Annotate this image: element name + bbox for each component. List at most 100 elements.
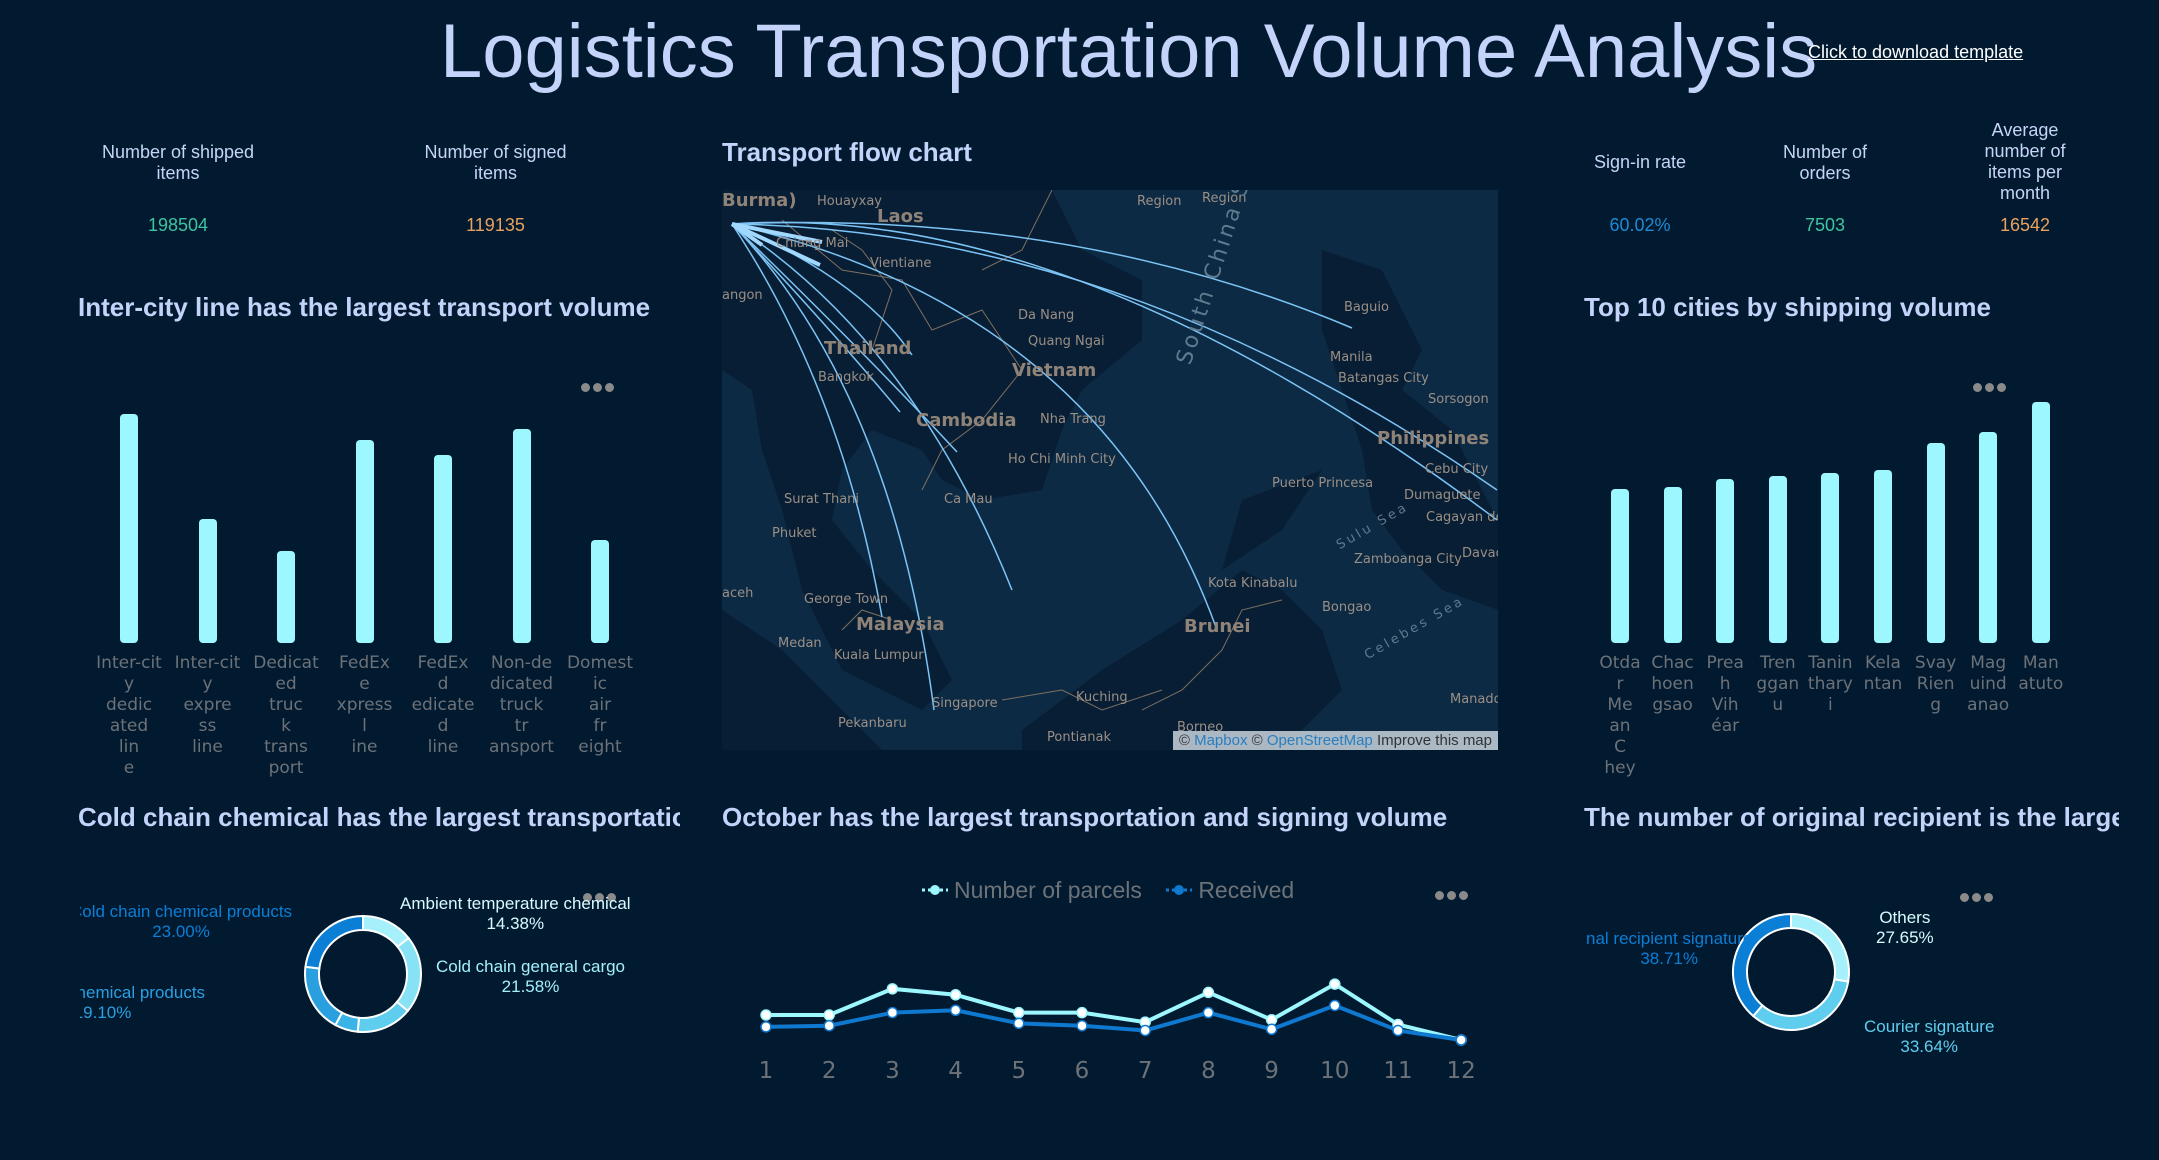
line-series — [766, 981, 1462, 1042]
bar[interactable] — [2031, 402, 2050, 643]
more-horizontal-icon[interactable] — [583, 893, 619, 902]
data-point[interactable] — [1202, 1006, 1215, 1019]
data-point[interactable] — [760, 1009, 772, 1021]
bar[interactable] — [1874, 470, 1892, 643]
bar[interactable] — [1979, 432, 1998, 643]
donut-slice[interactable] — [1790, 912, 1850, 983]
data-point[interactable] — [1392, 1024, 1404, 1037]
kpi-signed-items: Number of signed items 119135 — [403, 0, 588, 240]
map-place-label: Vientiane — [870, 256, 932, 271]
data-point[interactable] — [1329, 999, 1341, 1012]
bar[interactable] — [355, 440, 374, 643]
line-chart-legend: Number of parcels Received — [922, 876, 1294, 904]
bar[interactable] — [1821, 473, 1840, 643]
data-point[interactable] — [1265, 1014, 1278, 1026]
bar[interactable] — [512, 429, 531, 643]
x-axis-label: 9 — [1264, 1058, 1279, 1084]
map-place-label: Brunei — [1184, 616, 1251, 637]
map-place-label: Batangas City — [1338, 371, 1429, 386]
map-place-label: Cebu City — [1425, 462, 1489, 477]
more-horizontal-icon[interactable] — [1973, 383, 2009, 392]
kpi-label: Sign-in rate — [1593, 152, 1687, 172]
data-point[interactable] — [1329, 978, 1341, 990]
map-place-label: Kuching — [1076, 690, 1128, 705]
map-place-label: Dumaguete — [1404, 488, 1481, 503]
map-place-label: Pekanbaru — [838, 716, 907, 731]
data-point[interactable] — [886, 983, 899, 995]
donut-slice[interactable] — [1732, 912, 1792, 1018]
data-point[interactable] — [1013, 1017, 1025, 1030]
chart-title-signature-type: The number of original recipient is the … — [1584, 802, 2119, 832]
donut-slice[interactable] — [356, 1000, 410, 1033]
x-axis-label: 3 — [885, 1058, 900, 1084]
bar[interactable] — [1768, 476, 1787, 643]
data-point[interactable] — [1013, 1006, 1025, 1019]
bar[interactable] — [1663, 487, 1682, 643]
more-horizontal-icon[interactable] — [581, 383, 617, 392]
map-place-label: Medan — [778, 636, 822, 651]
flow-lines — [731, 221, 1498, 711]
kpi-value: 198504 — [147, 215, 209, 235]
data-point[interactable] — [949, 1004, 962, 1016]
bar[interactable] — [591, 540, 609, 643]
improve-map-link[interactable]: Improve this map — [1376, 732, 1492, 749]
bar[interactable] — [198, 519, 217, 643]
bar[interactable] — [1611, 489, 1629, 643]
map-place-label: Laos — [877, 206, 924, 227]
data-point[interactable] — [1139, 1024, 1151, 1037]
map-place-label: Houayxay — [817, 194, 882, 209]
data-point[interactable] — [823, 1009, 835, 1021]
x-axis-label: 8 — [1201, 1058, 1216, 1084]
data-point[interactable] — [1076, 1006, 1088, 1019]
map-place-label: Thailand — [824, 338, 912, 359]
more-horizontal-icon[interactable] — [1960, 893, 1996, 902]
x-axis-label: 5 — [1011, 1058, 1026, 1084]
mapbox-link[interactable]: Mapbox — [1194, 732, 1248, 749]
donut-slice[interactable] — [395, 936, 422, 1013]
download-template-link[interactable]: Click to download template — [1808, 42, 2024, 62]
map-place-label: Singapore — [932, 696, 998, 711]
donut-svg — [304, 914, 422, 1033]
data-point[interactable] — [886, 1006, 899, 1019]
donut-slice[interactable] — [1751, 978, 1850, 1031]
bar[interactable] — [1926, 443, 1945, 643]
map-place-label: aceh — [722, 586, 754, 601]
bar[interactable] — [434, 455, 452, 643]
bar[interactable] — [120, 414, 138, 643]
donut-slice[interactable] — [304, 965, 344, 1027]
openstreetmap-link[interactable]: OpenStreetMap — [1266, 732, 1373, 749]
data-point[interactable] — [760, 1021, 772, 1033]
map-place-label: Manado — [1450, 692, 1498, 707]
map-place-label: Region — [1202, 191, 1247, 206]
data-point[interactable] — [1076, 1019, 1088, 1032]
data-point[interactable] — [823, 1019, 835, 1032]
data-point[interactable] — [1202, 986, 1215, 999]
data-point[interactable] — [1455, 1034, 1467, 1046]
donut-label: perature chemical products19.10% — [80, 983, 206, 1022]
donut-slice[interactable] — [304, 914, 364, 970]
legend-item-received[interactable]: Received — [1166, 877, 1294, 904]
legend-item-parcels[interactable]: Number of parcels — [922, 877, 1142, 904]
kpi-value: 7503 — [1804, 215, 1846, 235]
bar[interactable] — [277, 551, 295, 643]
data-point[interactable] — [949, 989, 962, 1001]
data-point[interactable] — [1265, 1023, 1278, 1036]
bar[interactable] — [1716, 479, 1735, 643]
more-horizontal-icon[interactable] — [1435, 891, 1471, 900]
